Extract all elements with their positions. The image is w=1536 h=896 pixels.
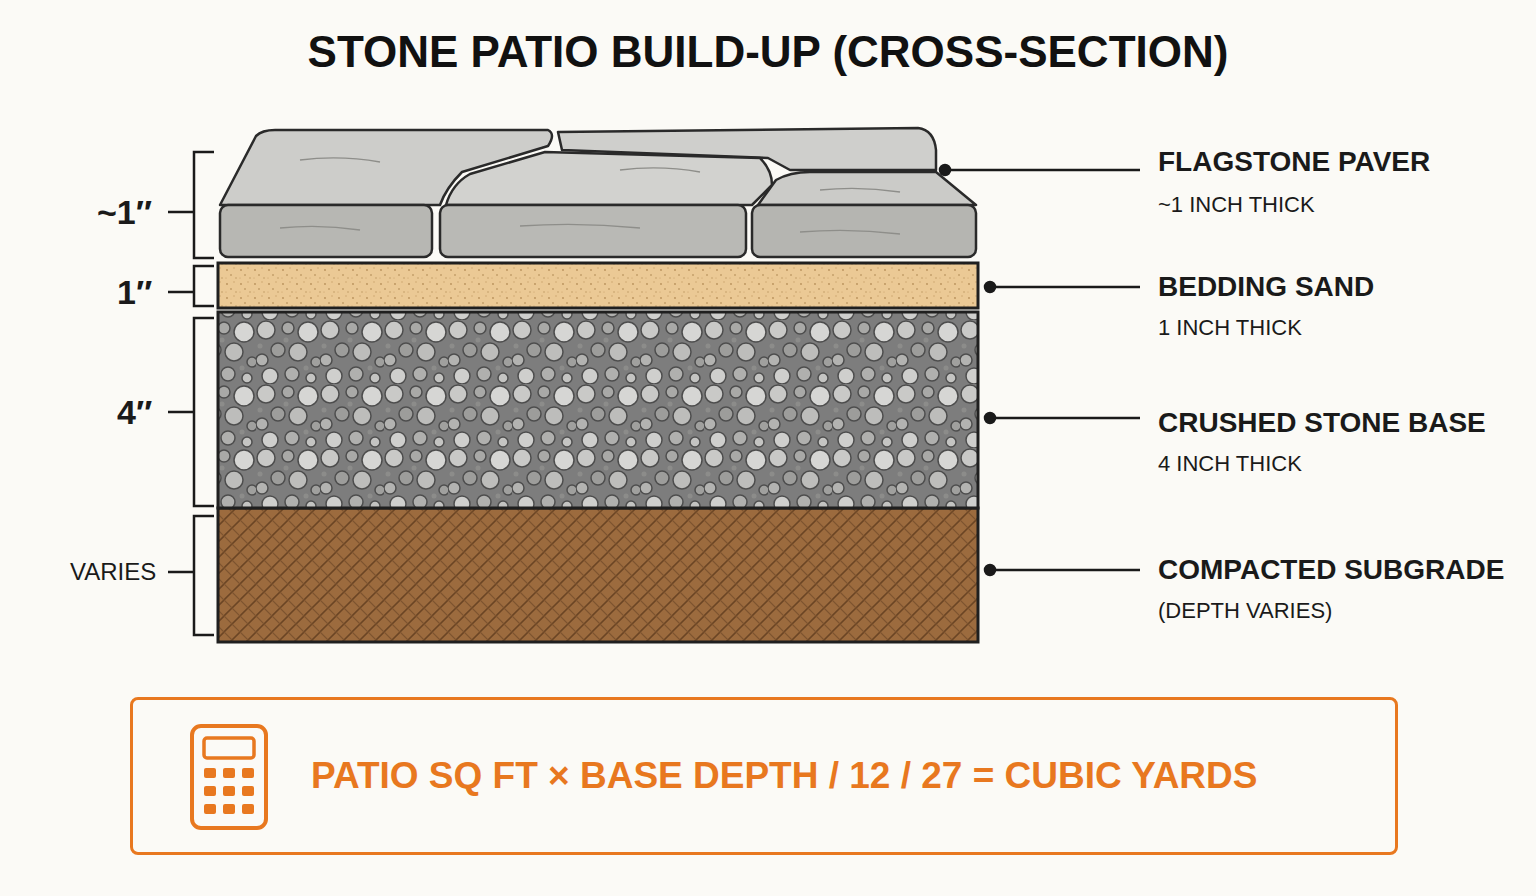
sand-layer [218,263,978,308]
layer-thickness: ~1 INCH THICK [1158,193,1315,217]
formula-text: PATIO SQ FT × BASE DEPTH / 12 / 27 = CUB… [311,756,1257,797]
dimension-label: 1″ [117,274,152,311]
dimension-brackets [168,152,214,635]
leader-lines [940,165,1140,575]
dimension-label: 4″ [117,394,152,431]
dimension-label: ~1″ [97,194,152,231]
layer-name: CRUSHED STONE BASE [1158,408,1486,439]
subgrade-layer [218,508,978,642]
layer-thickness: (DEPTH VARIES) [1158,599,1332,623]
layer-name: COMPACTED SUBGRADE [1158,555,1504,586]
layer-name: FLAGSTONE PAVER [1158,147,1430,178]
calculator-icon [192,726,266,828]
layer-thickness: 4 INCH THICK [1158,452,1302,476]
layer-thickness: 1 INCH THICK [1158,316,1302,340]
dimension-label: VARIES [70,559,156,585]
formula-box: PATIO SQ FT × BASE DEPTH / 12 / 27 = CUB… [130,697,1398,855]
layer-name: BEDDING SAND [1158,272,1374,303]
flagstone-pavers [220,128,976,257]
diagram-title: STONE PATIO BUILD-UP (CROSS-SECTION) [0,28,1536,76]
crushed-stone-layer [218,312,978,508]
